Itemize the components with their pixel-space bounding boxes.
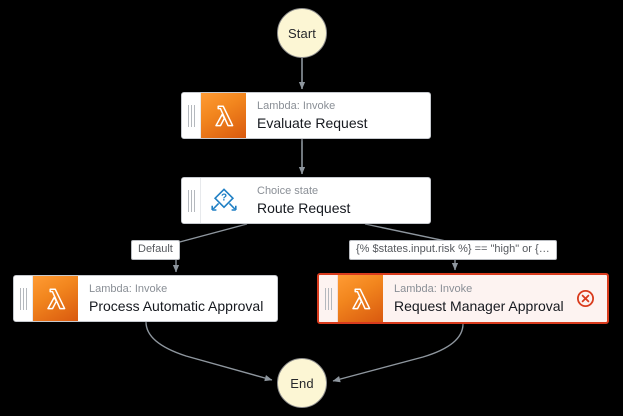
lambda-icon bbox=[33, 276, 78, 321]
state-type-label: Lambda: Invoke bbox=[394, 283, 473, 295]
state-title-label: Route Request bbox=[257, 200, 351, 216]
lambda-icon bbox=[338, 275, 383, 322]
end-node-label: End bbox=[290, 375, 314, 391]
state-node-text: Lambda: Invoke Process Automatic Approva… bbox=[78, 276, 277, 321]
state-node-evaluate-request[interactable]: Lambda: Invoke Evaluate Request bbox=[181, 92, 431, 139]
state-node-text: Choice state Route Request bbox=[246, 178, 430, 223]
drag-handle-icon[interactable] bbox=[182, 178, 201, 223]
edge-label-condition[interactable]: {% $states.input.risk %} == "high" or {%… bbox=[349, 240, 557, 260]
state-node-route-request[interactable]: ? Choice state Route Request bbox=[181, 177, 431, 224]
start-node[interactable]: Start bbox=[277, 8, 327, 58]
state-node-request-manager-approval[interactable]: Lambda: Invoke Request Manager Approval bbox=[317, 273, 609, 324]
lambda-icon bbox=[201, 93, 246, 138]
drag-handle-icon[interactable] bbox=[182, 93, 201, 138]
state-title-label: Process Automatic Approval bbox=[89, 298, 264, 314]
state-node-text: Lambda: Invoke Evaluate Request bbox=[246, 93, 430, 138]
drag-handle-icon[interactable] bbox=[319, 275, 338, 322]
drag-handle-icon[interactable] bbox=[14, 276, 33, 321]
state-type-label: Lambda: Invoke bbox=[89, 283, 168, 295]
state-type-label: Choice state bbox=[257, 185, 319, 197]
svg-text:?: ? bbox=[220, 192, 226, 203]
state-title-label: Evaluate Request bbox=[257, 115, 368, 131]
edge-automatic-to-end bbox=[145, 321, 273, 382]
state-node-process-automatic-approval[interactable]: Lambda: Invoke Process Automatic Approva… bbox=[13, 275, 278, 322]
state-type-label: Lambda: Invoke bbox=[257, 100, 336, 112]
edge-label-default[interactable]: Default bbox=[131, 240, 180, 260]
edge-route-to-automatic bbox=[172, 223, 248, 273]
state-title-label: Request Manager Approval bbox=[394, 298, 564, 314]
edge-manager-to-end bbox=[332, 323, 464, 383]
start-node-label: Start bbox=[288, 25, 316, 41]
choice-diamond-icon: ? bbox=[201, 178, 246, 223]
error-circle-x-icon[interactable] bbox=[570, 275, 607, 322]
state-node-text: Lambda: Invoke Request Manager Approval bbox=[383, 275, 570, 322]
end-node[interactable]: End bbox=[277, 358, 327, 408]
